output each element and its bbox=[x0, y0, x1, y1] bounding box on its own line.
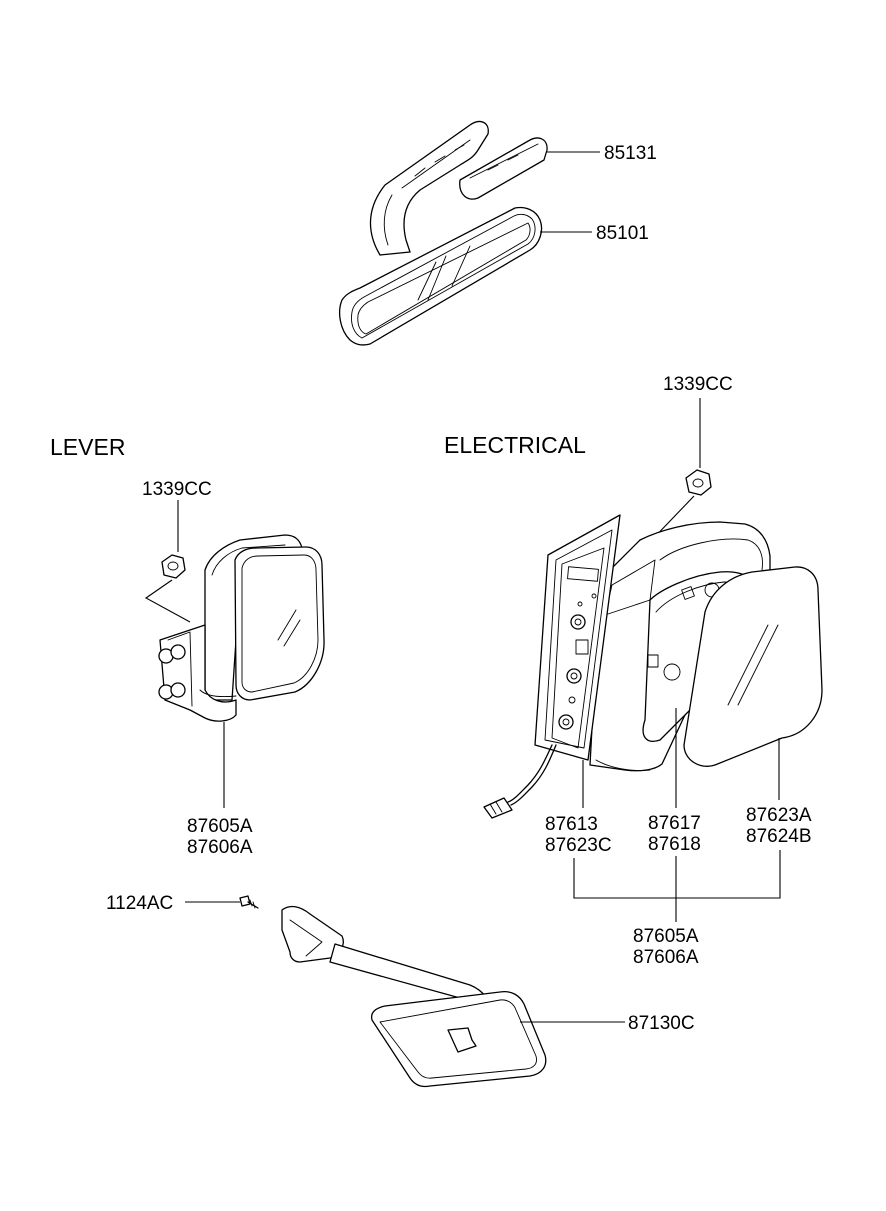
label-87606a-lever: 87606A bbox=[187, 837, 253, 858]
label-lever: LEVER bbox=[50, 434, 125, 460]
electrical-mirror-assembly bbox=[483, 398, 823, 922]
inside-mirror-assembly bbox=[339, 120, 600, 346]
label-87624b: 87624B bbox=[746, 826, 812, 847]
label-87623c: 87623C bbox=[545, 835, 612, 856]
label-electrical: ELECTRICAL bbox=[444, 432, 586, 458]
under-mirror-head bbox=[370, 990, 547, 1088]
lever-mirror-base bbox=[158, 624, 237, 722]
mirror-back-plate bbox=[534, 514, 621, 761]
label-85101: 85101 bbox=[596, 223, 649, 244]
under-mirror-87130c bbox=[281, 905, 625, 1088]
label-87623a: 87623A bbox=[746, 805, 812, 826]
label-87130c: 87130C bbox=[628, 1013, 695, 1034]
leader-electrical-assy bbox=[573, 850, 781, 899]
label-87605a-lever: 87605A bbox=[187, 816, 253, 837]
lever-mirror-housing bbox=[204, 534, 325, 701]
label-87617: 87617 bbox=[648, 813, 701, 834]
nut-lever bbox=[161, 554, 186, 579]
screw-1124ac bbox=[185, 895, 259, 909]
lever-mirror-assembly bbox=[144, 500, 325, 808]
electrical-mirror-glass bbox=[683, 566, 823, 767]
label-87606a-electrical: 87606A bbox=[633, 947, 699, 968]
label-85131: 85131 bbox=[604, 143, 657, 164]
mirror-body-85101 bbox=[339, 206, 543, 346]
label-87618: 87618 bbox=[648, 834, 701, 855]
label-1339cc-lever: 1339CC bbox=[142, 479, 212, 500]
nut-electrical bbox=[685, 469, 712, 496]
label-1339cc-electrical: 1339CC bbox=[663, 374, 733, 395]
label-1124ac: 1124AC bbox=[106, 893, 173, 914]
label-87605a-electrical: 87605A bbox=[633, 926, 699, 947]
wire-connector bbox=[483, 744, 557, 819]
mirror-stay-85131 bbox=[369, 120, 548, 256]
label-87613: 87613 bbox=[545, 814, 598, 835]
